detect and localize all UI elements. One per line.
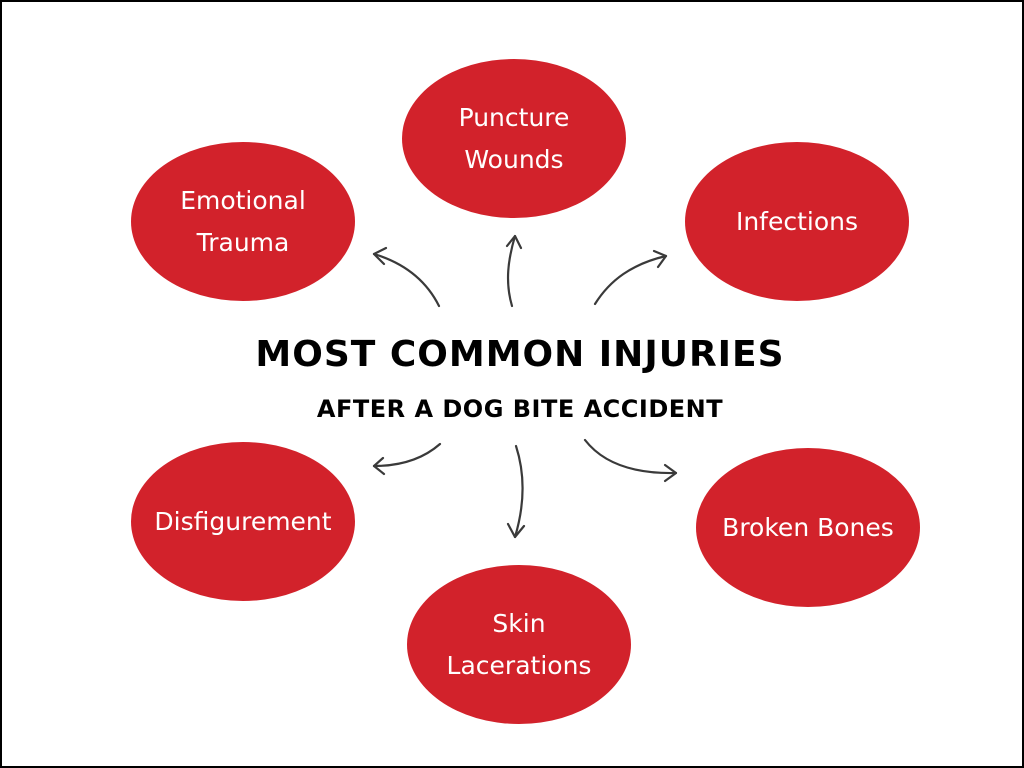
node-skin-lacerations: Skin Lacerations <box>407 565 631 724</box>
node-disfigurement-line-1: Disfigurement <box>154 506 332 536</box>
node-disfigurement: Disfigurement <box>131 442 355 601</box>
node-puncture-wounds-line-1: Puncture <box>458 102 570 132</box>
arrow-to-infections <box>593 249 668 306</box>
arrow-to-broken-bones <box>583 438 678 483</box>
node-broken-bones: Broken Bones <box>696 448 920 607</box>
node-broken-bones-line-1: Broken Bones <box>722 512 894 542</box>
diagram-subtitle: AFTER A DOG BITE ACCIDENT <box>316 395 724 423</box>
diagram-title: MOST COMMON INJURIES <box>255 334 785 375</box>
arrow-to-disfigurement <box>372 442 442 476</box>
arrow-to-emotional-trauma <box>372 246 441 308</box>
node-puncture-wounds: Puncture Wounds <box>402 59 626 218</box>
node-infections-line-1: Infections <box>735 206 859 236</box>
arrow-to-puncture-wounds <box>505 234 523 308</box>
node-infections: Infections <box>685 142 909 301</box>
node-emotional-trauma-line-2: Trauma <box>196 227 290 257</box>
node-puncture-wounds-line-2: Wounds <box>464 144 564 174</box>
node-emotional-trauma-line-1: Emotional <box>180 185 306 215</box>
node-skin-lacerations-line-2: Lacerations <box>446 650 592 680</box>
node-skin-lacerations-line-1: Skin <box>492 608 546 638</box>
arrow-to-skin-lacerations <box>506 444 526 539</box>
node-emotional-trauma: Emotional Trauma <box>131 142 355 301</box>
